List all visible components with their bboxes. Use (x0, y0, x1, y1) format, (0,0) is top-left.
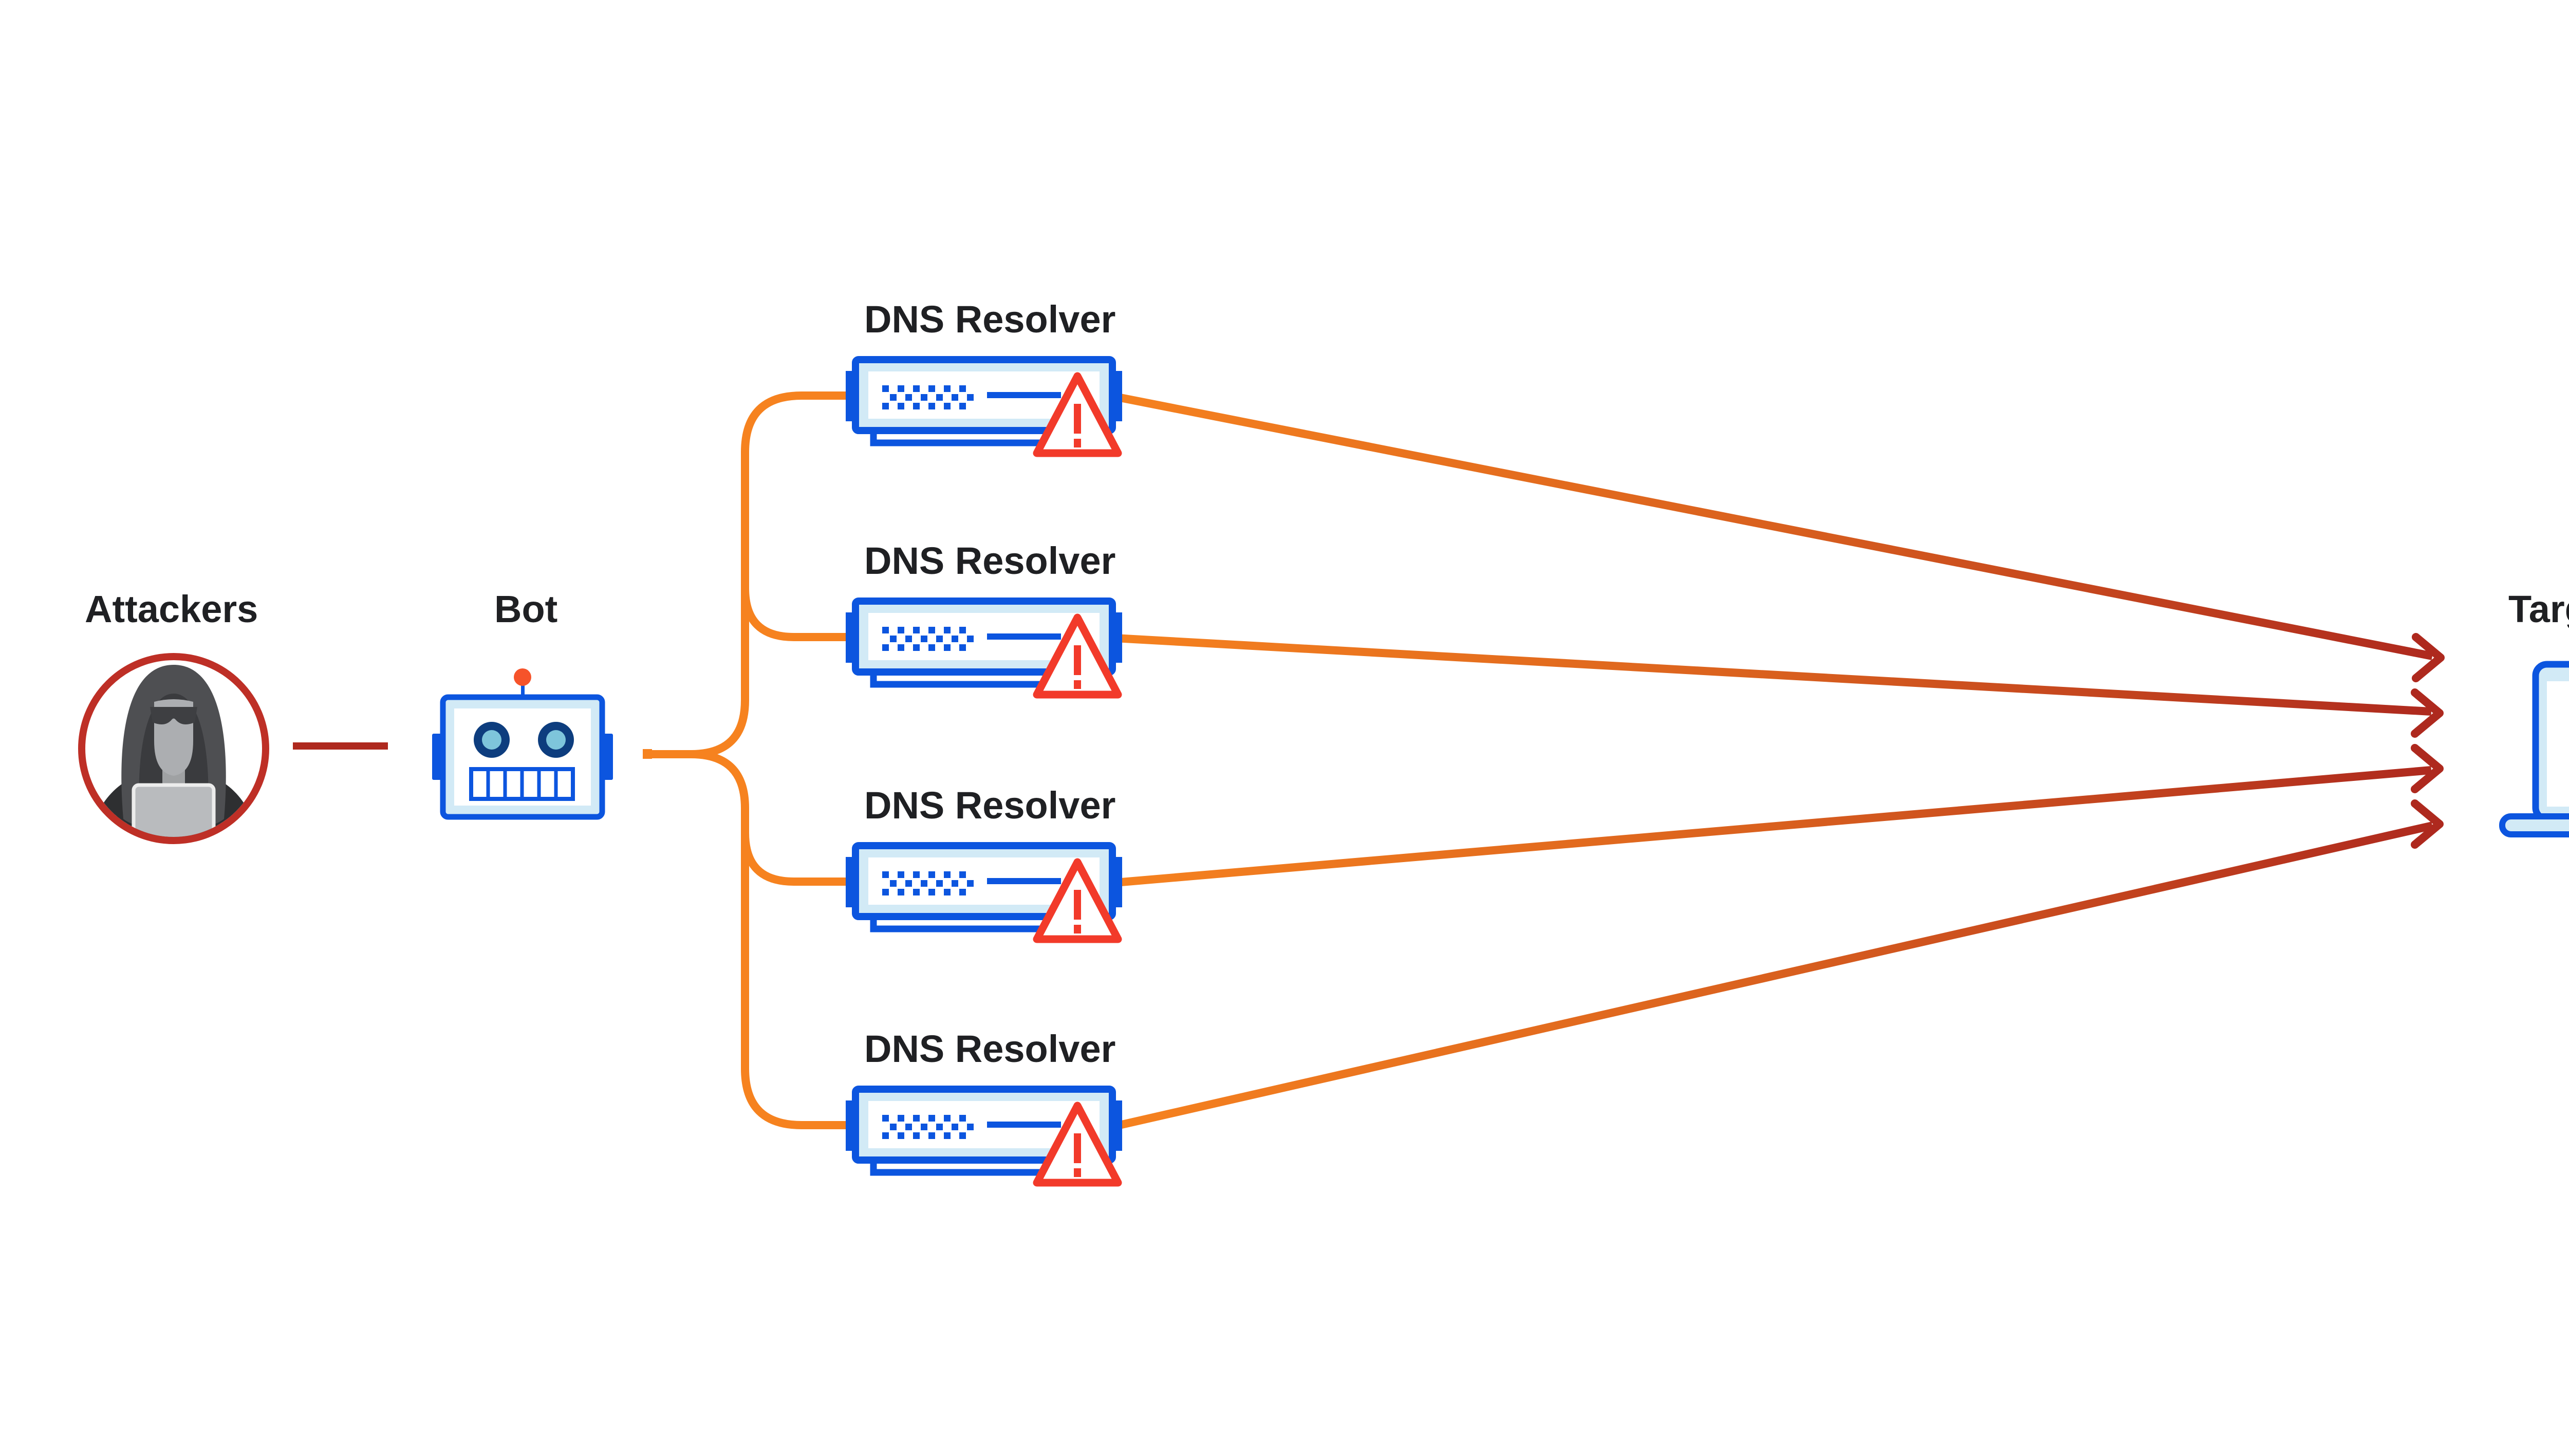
laptop-icon (2499, 661, 2569, 837)
robot-right-ear (602, 734, 613, 780)
hacker-sunglasses (150, 707, 197, 724)
laptop-display (2547, 681, 2569, 807)
victim-node: Targeted Victim (2499, 588, 2569, 837)
robot-right-pupil (546, 730, 566, 750)
branch-line-to-resolver-1 (687, 391, 853, 758)
dns-resolver-node-1: DNS Resolver (846, 298, 1122, 453)
bot-node: Bot (432, 588, 613, 820)
dns-resolver-node-3: DNS Resolver (846, 784, 1122, 939)
dns-resolver-label-1: DNS Resolver (864, 298, 1115, 341)
dns-resolver-node-4: DNS Resolver (846, 1028, 1122, 1183)
amplified-attack-line-4 (1114, 822, 2433, 1130)
amplified-attack-line-1 (1114, 393, 2433, 660)
dns-resolver-label-3: DNS Resolver (864, 784, 1115, 827)
laptop-base (2499, 813, 2569, 837)
attack-arrowheads (2411, 633, 2445, 849)
branch-line-to-resolver-2 (741, 584, 853, 641)
dns-resolver-label-2: DNS Resolver (864, 539, 1115, 582)
amplified-attack-line-3 (1114, 766, 2432, 887)
bot-label: Bot (494, 588, 557, 630)
branch-line-to-resolver-3 (741, 829, 853, 886)
attack-arrowhead-4 (2411, 799, 2444, 849)
dns-server-icon-4 (846, 1089, 1122, 1183)
robot-antenna-dot (514, 668, 531, 686)
robot-icon (432, 668, 613, 820)
dns-server-icon-1 (846, 360, 1122, 453)
robot-antenna-stem (521, 684, 525, 699)
victim-label: Targeted Victim (2508, 588, 2569, 630)
robot-left-ear (432, 734, 443, 780)
dns-resolver-node-2: DNS Resolver (846, 539, 1122, 695)
amplified-attack-line-2 (1114, 634, 2432, 716)
robot-mouth-teeth (486, 771, 558, 797)
attack-arrowhead-1 (2412, 633, 2445, 682)
hacker-laptop (132, 783, 216, 837)
dns-server-icon-2 (846, 601, 1122, 695)
robot-left-pupil (482, 730, 501, 750)
dns-resolver-label-4: DNS Resolver (864, 1028, 1115, 1070)
attackers-node: Attackers (78, 588, 269, 844)
attackers-label: Attackers (85, 588, 258, 630)
dns-server-icon-3 (846, 846, 1122, 939)
attack-arrowhead-3 (2411, 744, 2444, 793)
connectors (293, 391, 2445, 1130)
attack-arrowhead-2 (2411, 688, 2444, 738)
branch-line-to-resolver-4 (687, 750, 853, 1129)
